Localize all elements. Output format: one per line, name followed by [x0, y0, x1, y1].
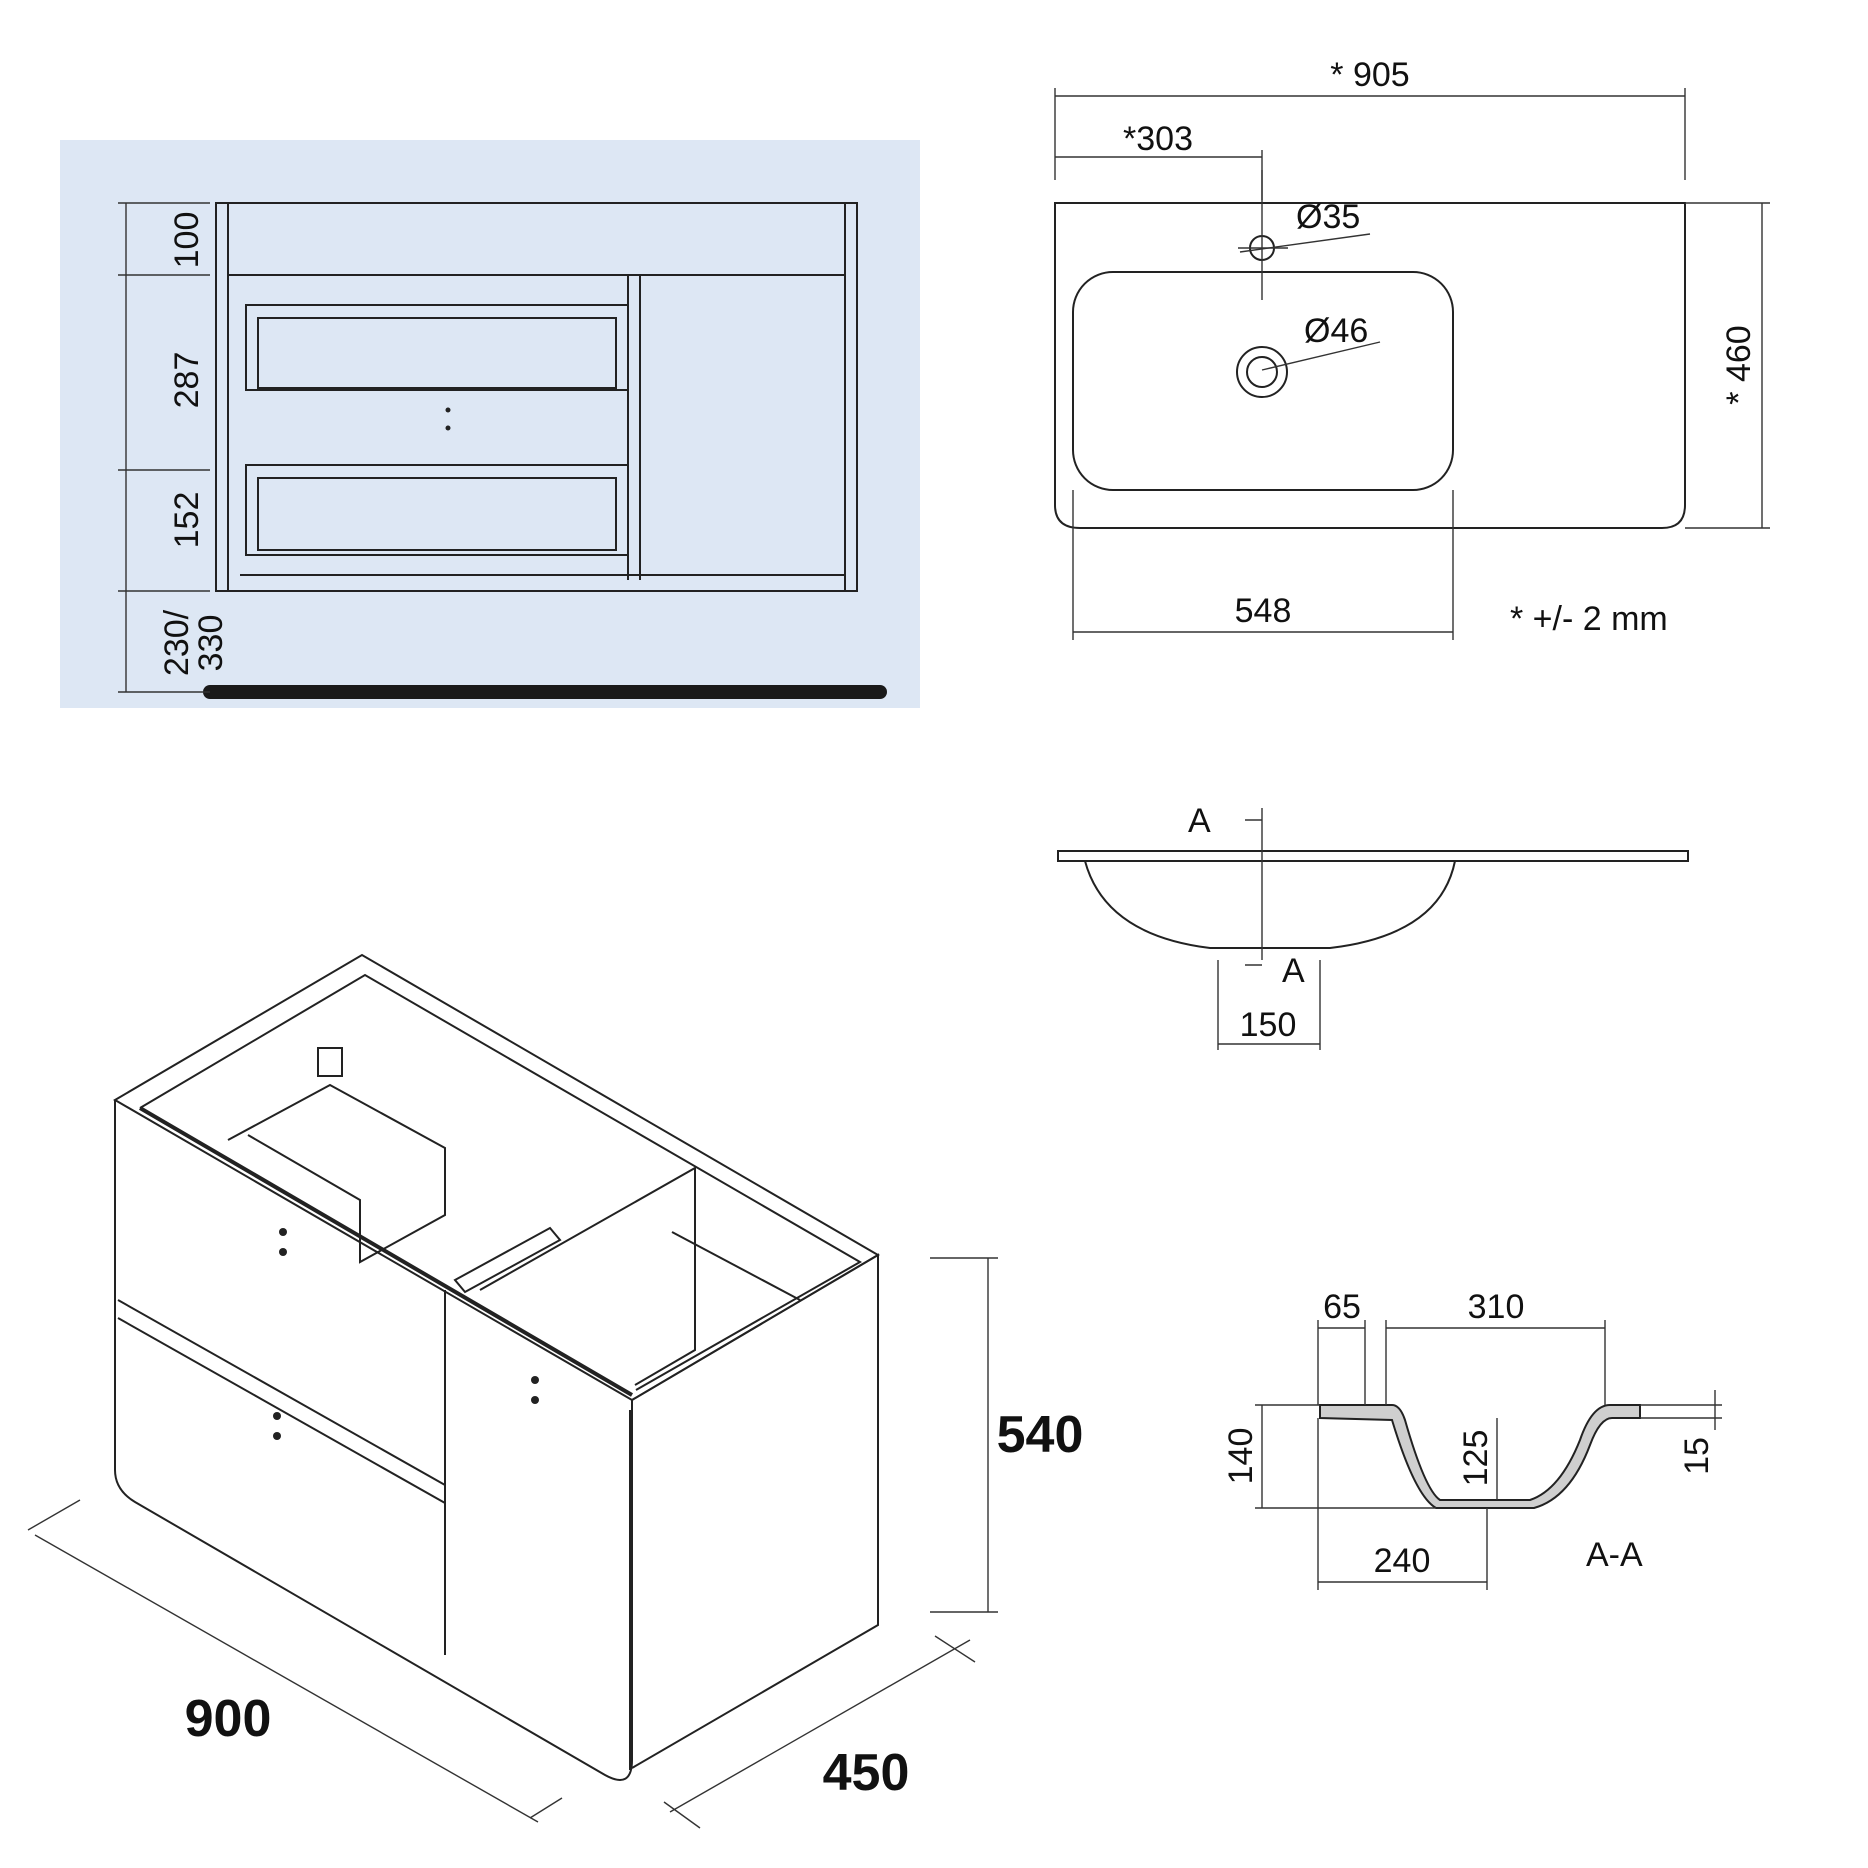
basin-top-view: * 905 *303 Ø35 Ø46 * 460 548 * +/- 2 mm: [1054, 56, 1770, 640]
section-aa-view: 65 310 140 125 15 240 A-A: [1222, 1288, 1722, 1590]
dim-bowl-half-width-label: 310: [1468, 1288, 1525, 1326]
dim-drain-width-label: 150: [1240, 1006, 1297, 1044]
cabinet-isometric-view: 540 900 450: [27, 953, 1084, 1829]
tolerance-note: * +/- 2 mm: [1510, 600, 1668, 638]
dim-total-height-label: 140: [1222, 1428, 1260, 1485]
dim-basin-width-label: * 905: [1330, 56, 1409, 94]
dim-depth-label: 450: [823, 1744, 910, 1802]
basin-side-view: A A 150: [1057, 802, 1689, 1050]
drain-hole-label: Ø46: [1304, 312, 1368, 350]
dim-upper-drawer-label: 287: [168, 352, 206, 409]
dim-height-label: 540: [997, 1406, 1084, 1464]
section-marker-bottom: A: [1282, 952, 1305, 990]
dim-tap-offset-label: *303: [1123, 120, 1193, 158]
dim-bowl-width-label: 548: [1235, 592, 1292, 630]
dim-width-label: 900: [185, 1690, 272, 1748]
dim-base-width-label: 240: [1374, 1542, 1431, 1580]
dim-floor-label-line2: 330: [192, 615, 230, 672]
section-marker-top: A: [1188, 802, 1211, 840]
front-view-background: [60, 140, 920, 708]
cabinet-front-view: 100 287 152 230/ 330: [60, 140, 920, 708]
tap-hole-label: Ø35: [1296, 198, 1360, 236]
section-aa-label: A-A: [1586, 1536, 1643, 1574]
dim-basin-depth-label: * 460: [1720, 325, 1758, 404]
dim-floor-label-line1: 230/: [158, 609, 196, 676]
dim-top-label: 100: [168, 212, 206, 269]
dim-rim-width-label: 65: [1323, 1288, 1361, 1326]
dim-bowl-depth-label: 125: [1457, 1430, 1495, 1487]
dim-rim-thickness-label: 15: [1678, 1437, 1716, 1475]
dim-lower-drawer-label: 152: [168, 492, 206, 549]
